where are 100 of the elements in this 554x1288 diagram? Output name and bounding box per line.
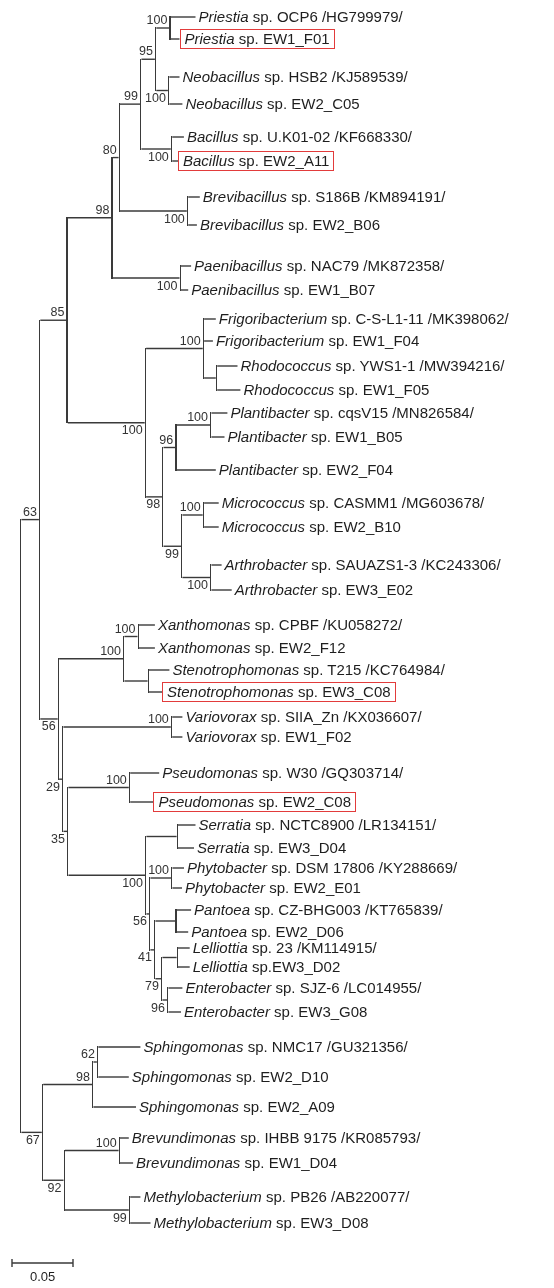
branch-line [210,436,226,438]
branch-line [112,277,181,279]
branch-line [216,389,242,391]
branch-line [177,947,191,949]
bootstrap-value: 99 [124,90,138,104]
branch-line [171,160,179,162]
bootstrap-value: 100 [148,864,169,877]
clade-line [57,658,60,780]
bootstrap-value: 100 [187,411,208,424]
branch-line [129,1196,142,1198]
branch-line [148,669,171,671]
bootstrap-value: 35 [51,832,65,846]
branch-line [170,38,181,40]
branch-line [175,909,192,911]
taxon-label: Paenibacillus sp. EW1_B07 [188,281,379,299]
branch-line [170,16,197,18]
branch-line [168,103,184,105]
clade-line [167,987,169,1013]
branch-line [64,1209,130,1211]
branch-line [210,412,229,414]
bootstrap-value: 100 [187,579,208,592]
bootstrap-value: 100 [122,876,143,890]
branch-line [145,835,178,838]
taxon-label: Bacillus sp. U.K01-02 /KF668330/ [183,128,415,146]
taxon-label: Lelliottia sp.EW3_D02 [189,958,344,976]
clade-line [202,502,205,528]
taxon-label: Rhodococcus sp. EW1_F05 [240,381,433,399]
bootstrap-value: 100 [163,212,185,226]
clade-line [118,1137,120,1164]
clade-line [175,424,177,471]
bootstrap-value: 92 [47,1181,62,1195]
taxon-label: Serratia sp. EW3_D04 [194,839,350,857]
bootstrap-value: 67 [25,1133,40,1147]
bootstrap-value: 96 [159,433,174,447]
taxon-label: Methylobacterium sp. PB26 /AB220077/ [140,1188,413,1206]
branch-line [171,716,184,718]
taxon-label: Priestia sp. OCP6 /HG799979/ [195,8,406,26]
taxon-label: Paenibacillus sp. NAC79 /MK872358/ [191,257,448,275]
bootstrap-value: 98 [146,498,161,512]
branch-line [171,736,184,738]
branch-line [171,867,185,869]
clade-line [162,446,164,547]
bootstrap-value: 100 [156,279,178,293]
clade-line [181,514,183,579]
bootstrap-value: 100 [147,150,169,164]
taxon-label: Micrococcus sp. CASMM1 /MG603678/ [218,494,488,512]
branch-line [180,289,189,291]
clade-line [128,772,131,803]
branch-line [167,1011,182,1013]
branch-line [175,424,211,426]
bootstrap-value: 100 [100,644,121,658]
clade-line [210,564,212,591]
taxon-label: Brevibacillus sp. EW2_B06 [196,216,383,234]
branch-line [187,196,201,198]
clade-line [67,786,69,876]
branch-line [149,877,172,879]
taxon-label: Lelliottia sp. 23 /KM114915/ [189,939,380,957]
bootstrap-value: 56 [41,720,56,734]
branch-line [175,469,217,471]
clade-line [111,156,113,279]
bootstrap-value: 100 [146,14,168,27]
bootstrap-value: 98 [76,1070,90,1084]
branch-line [67,874,146,876]
branch-line [138,647,156,649]
branch-line [177,824,197,826]
branch-line [129,772,160,774]
clade-line [62,726,64,833]
taxon-label: Micrococcus sp. EW2_B10 [218,518,404,536]
branch-line [58,778,63,780]
branch-line [155,27,171,29]
branch-line [171,887,183,889]
taxon-label: Variovorax sp. SIIA_Zn /KX036607/ [182,708,425,726]
clade-line [145,835,147,915]
clade-line [170,136,173,162]
bootstrap-value: 79 [145,980,159,994]
taxon-label: Pseudomonas sp. W30 /GQ303714/ [159,764,407,782]
clade-line [96,1046,99,1078]
branch-line [180,265,192,267]
branch-line [145,913,150,915]
branch-line [123,680,149,682]
branch-line [203,526,220,528]
taxon-label: Stenotrophomonas sp. T215 /KC764984/ [169,661,448,679]
clade-line [210,412,212,438]
bootstrap-value: 99 [112,1211,127,1225]
taxon-label: Brevundimonas sp. IHBB 9175 /KR085793/ [128,1129,424,1147]
branch-line [145,496,163,498]
taxon-label: Brevibacillus sp. S186B /KM894191/ [199,188,449,206]
taxon-label: Phytobacter sp. DSM 17806 /KY288669/ [184,859,461,877]
clade-line [176,824,178,849]
branch-line [39,319,68,321]
clade-line [147,669,149,693]
clade-line [128,1196,131,1224]
scale-label: 0.05 [30,1270,56,1284]
bootstrap-value: 100 [179,334,201,348]
taxon-label: Arthrobacter sp. EW3_E02 [231,581,417,599]
branch-line [148,691,163,693]
bootstrap-value: 85 [50,306,65,320]
clade-line [169,16,171,40]
branch-line [64,1149,120,1152]
branch-line [67,217,113,219]
